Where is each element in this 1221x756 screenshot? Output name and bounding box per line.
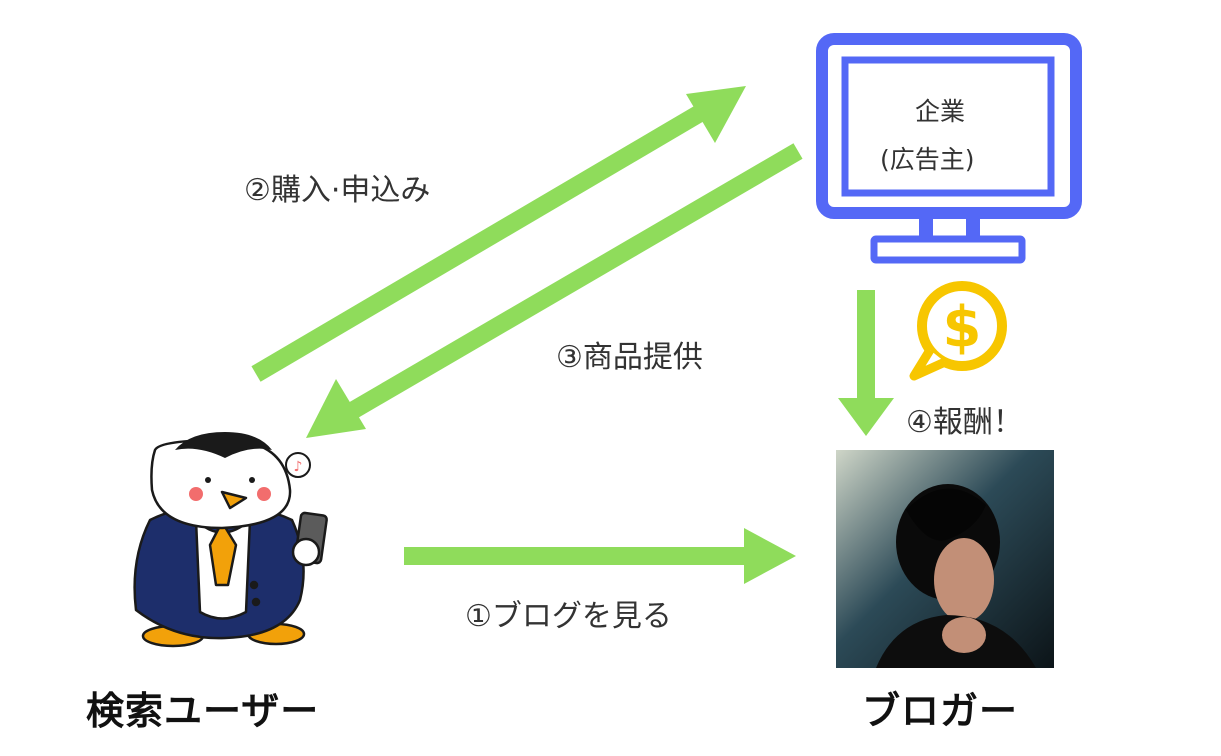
blogger-label: ブロガー [862,689,1019,733]
product-label: ③商品提供 [556,340,703,375]
svg-text:♪: ♪ [294,459,303,475]
dollar-speech-bubble-icon: $ [909,281,1007,381]
blogger-photo [836,450,1054,668]
monitor-icon [816,33,1082,264]
reward-label: ④報酬！ [906,405,1023,440]
search-user-label: 検索ユーザー [86,689,320,733]
arrow-reward [838,290,894,436]
company-label-line1: 企業 [915,97,966,126]
purchase-label: ②購入·申込み [244,173,431,208]
penguin-businessman-icon: ♪ [133,432,328,648]
arrow-purchase [251,86,746,382]
view-blog-label: ①ブログを見る [465,599,672,634]
svg-text:$: $ [943,295,982,360]
arrow-product [306,143,803,438]
company-label-line2: (広告主) [880,145,975,174]
arrow-view-blog [404,528,796,584]
